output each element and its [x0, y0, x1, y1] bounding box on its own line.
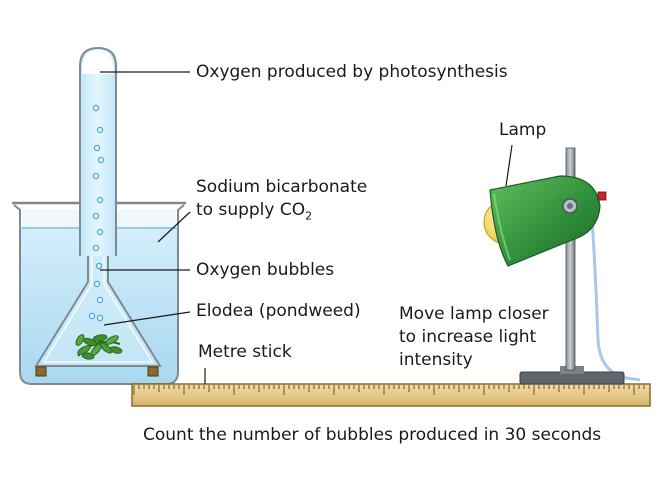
move-lamp-label-line3: intensity	[399, 350, 473, 370]
oxygen-produced-label: Oxygen produced by photosynthesis	[196, 62, 508, 82]
test-tube	[79, 46, 117, 256]
move-lamp-label-line1: Move lamp closer	[399, 304, 549, 324]
move-lamp-label-line2: to increase light	[399, 327, 537, 347]
sodium-bicarbonate-label-line1: Sodium bicarbonate	[196, 177, 368, 197]
oxygen-bubbles-label: Oxygen bubbles	[196, 260, 335, 280]
oxygen-bubble-chain	[88, 104, 105, 322]
lamp-stand	[519, 147, 641, 385]
lamp-label: Lamp	[499, 120, 547, 140]
elodea-label: Elodea (pondweed)	[196, 301, 361, 321]
leader-lines	[100, 71, 513, 384]
caption: Count the number of bubbles produced in …	[143, 425, 602, 445]
funnel	[34, 210, 162, 377]
lamp	[483, 175, 607, 267]
sodium-bicarbonate-label-line2: to supply CO2	[196, 199, 312, 227]
elodea-pondweed	[75, 334, 123, 360]
metre-stick	[131, 383, 651, 407]
co2-text: to supply CO	[196, 200, 306, 220]
metre-stick-label: Metre stick	[198, 342, 292, 362]
co2-subscript: 2	[305, 209, 313, 223]
